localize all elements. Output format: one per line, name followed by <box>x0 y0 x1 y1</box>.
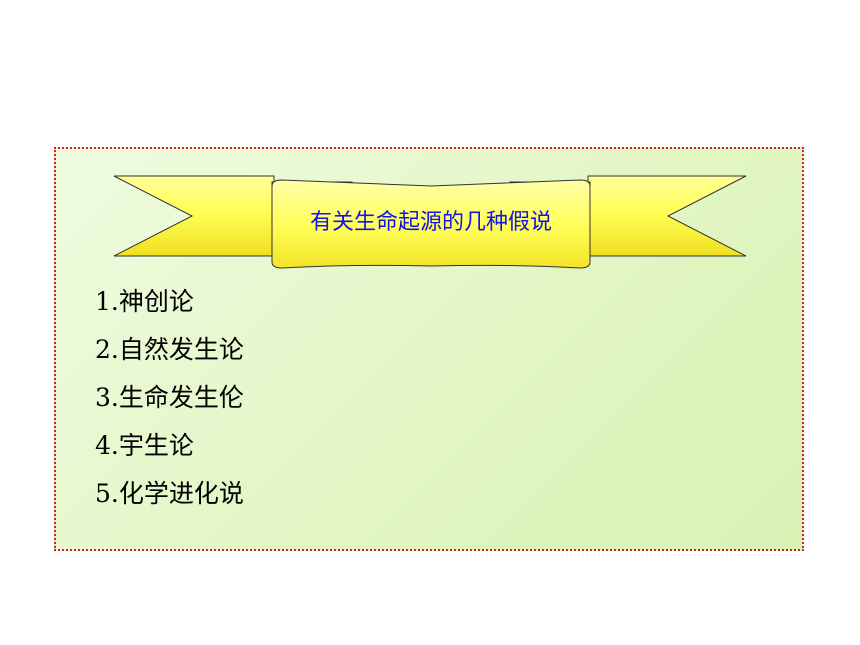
title-banner: 有关生命起源的几种假说 <box>112 174 748 270</box>
list-item: 1.神创论 <box>95 287 194 316</box>
ribbon-banner-shape <box>113 175 747 269</box>
ribbon-left-tail <box>113 175 275 257</box>
ribbon-front <box>271 179 591 269</box>
ribbon-right-tail <box>587 175 747 257</box>
list-item: 5.化学进化说 <box>95 479 244 508</box>
list-item: 3.生命发生伦 <box>95 383 244 412</box>
list-item: 4.宇生论 <box>95 431 194 460</box>
list-item: 2.自然发生论 <box>95 335 244 364</box>
hypothesis-list: 1.神创论 2.自然发生论 3.生命发生伦 4.宇生论 5.化学进化说 <box>95 286 244 526</box>
page-title: 有关生命起源的几种假说 <box>309 210 552 235</box>
